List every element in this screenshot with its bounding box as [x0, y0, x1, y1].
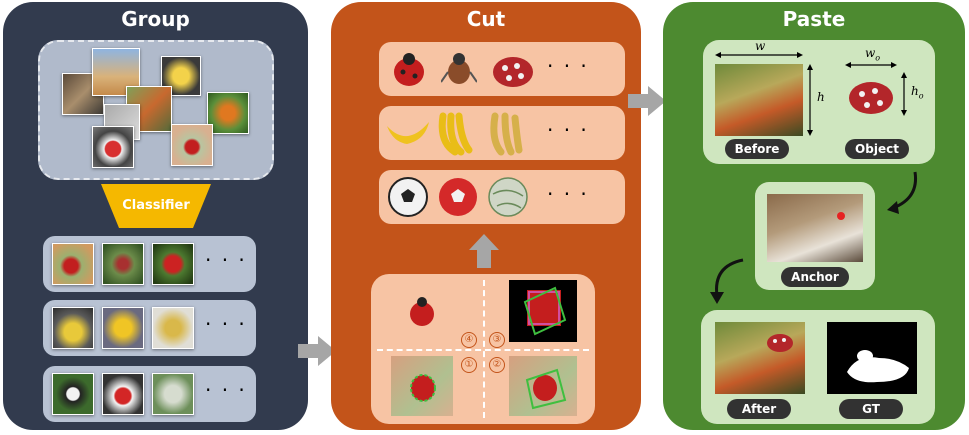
gt-mask-image: [827, 322, 917, 394]
object-ladybug: [849, 82, 893, 114]
group-row-soccer-ball: · · ·: [43, 366, 256, 422]
group-row-ladybug: · · ·: [43, 236, 256, 292]
cut-steps-box: ④ ③ ① ②: [371, 274, 595, 424]
pasted-ladybug: [767, 334, 793, 352]
cut-panel: Cut · · · · · · · · · ④ ③: [331, 2, 641, 430]
step3-rotated-box: [523, 286, 567, 336]
ladybug-cutout-2: [493, 57, 533, 87]
step4-ladybug-cutout: [410, 297, 434, 326]
object-width-arrow: [845, 62, 897, 68]
height-dimension-arrow: [807, 64, 813, 136]
gt-label: GT: [839, 399, 903, 419]
width-dimension-arrow: [715, 52, 803, 58]
more-ellipsis: · · ·: [547, 54, 589, 78]
more-ellipsis: · · ·: [205, 312, 247, 336]
arrow-right-icon: [298, 336, 336, 366]
banana-image-1: [52, 307, 94, 349]
group-title: Group: [121, 7, 190, 31]
height-label: h: [817, 90, 825, 104]
pool-image-dog: [92, 48, 140, 96]
curved-arrow-down-left-icon: [887, 171, 918, 214]
banana-cutout-3: [490, 112, 523, 156]
object-label: Object: [845, 139, 909, 159]
ball-image-1: [52, 373, 94, 415]
anchor-image: [767, 194, 863, 262]
paste-inputs-box: w h wo ho Before Object: [703, 39, 935, 164]
more-ellipsis: · · ·: [205, 248, 247, 272]
more-ellipsis: · · ·: [205, 378, 247, 402]
width-label: w: [755, 39, 766, 53]
more-ellipsis: · · ·: [547, 182, 589, 206]
after-image: [715, 322, 805, 394]
more-ellipsis: · · ·: [547, 118, 589, 142]
curved-arrow-down-left-icon: [710, 258, 744, 304]
step2-source-image: [509, 356, 577, 416]
group-row-banana: · · ·: [43, 300, 256, 356]
anchor-point: [837, 212, 845, 220]
paste-title: Paste: [782, 7, 846, 31]
ladybug-image-1: [52, 243, 94, 285]
banana-image-2: [102, 307, 144, 349]
cut-row-soccer-ball: · · ·: [379, 170, 625, 224]
banana-image-3: [152, 307, 194, 349]
pool-image-banana: [161, 56, 201, 96]
ball-cutout-3: [488, 177, 528, 217]
beetle-cutout: [441, 53, 477, 84]
step1-source-image: [391, 356, 453, 416]
step-number-2: ②: [489, 357, 505, 373]
step-number-4: ④: [461, 332, 477, 348]
arrow-up-icon: [469, 234, 499, 268]
anchor-label: Anchor: [781, 267, 849, 287]
group-panel: Group Classifier · · · · · · · · ·: [3, 2, 308, 430]
pool-image-butterfly: [207, 92, 249, 134]
ball-image-3: [152, 373, 194, 415]
before-image: [715, 64, 803, 136]
object-height-label: ho: [911, 84, 924, 101]
cut-title: Cut: [466, 7, 506, 31]
ball-cutout-1: [388, 177, 428, 217]
before-label: Before: [725, 139, 789, 159]
arrow-right-icon: [628, 86, 666, 116]
classifier-label: Classifier: [122, 198, 190, 213]
ball-image-2: [102, 373, 144, 415]
pool-image-ladybug: [171, 124, 213, 166]
step1-polygon: [410, 374, 436, 402]
step3-mask-view: [509, 280, 577, 342]
object-height-arrow: [901, 72, 907, 116]
ladybug-image-3: [152, 243, 194, 285]
after-label: After: [727, 399, 791, 419]
banana-cutout-2: [438, 112, 473, 156]
ball-cutout-2: [439, 178, 477, 216]
banana-cutout-1: [387, 122, 429, 144]
anchor-box: Anchor: [755, 182, 875, 290]
classifier-funnel: [101, 184, 211, 228]
step-number-1: ①: [461, 357, 477, 373]
gt-mask-silhouette: [847, 350, 909, 383]
object-width-label: wo: [865, 46, 881, 63]
mixed-image-pool: [38, 40, 274, 180]
cut-row-banana: · · ·: [379, 106, 625, 160]
horizontal-divider: [377, 349, 589, 351]
ladybug-image-2: [102, 243, 144, 285]
ladybug-cutout-1: [394, 53, 424, 86]
step2-bounding-box: [525, 368, 567, 410]
step-number-3: ③: [489, 332, 505, 348]
paste-panel: Paste w h wo ho Before Object Anchor Aft…: [663, 2, 965, 430]
pool-image-ball: [92, 126, 134, 168]
paste-outputs-box: After GT: [701, 310, 935, 424]
cut-row-ladybug: · · ·: [379, 42, 625, 96]
